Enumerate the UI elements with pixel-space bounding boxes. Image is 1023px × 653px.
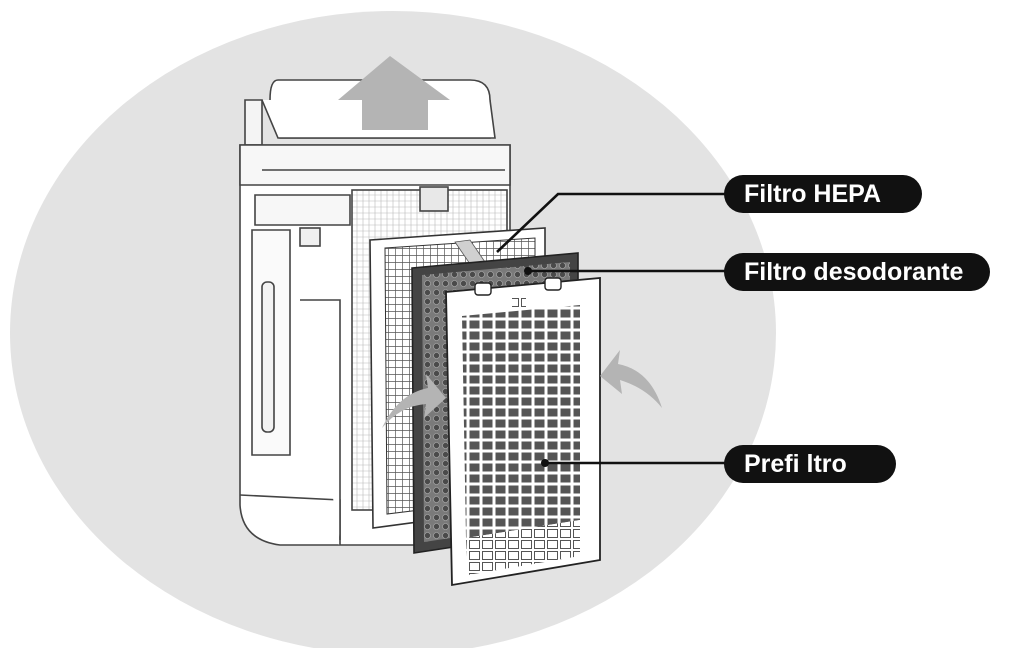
airflow-in-arrow-right <box>600 350 662 408</box>
prefilter-leader-dot <box>541 459 549 467</box>
deodorizing-filter-label: Filtro desodorante <box>724 253 990 291</box>
hepa-filter-label: Filtro HEPA <box>724 175 922 213</box>
airflow-up-arrow <box>338 56 450 130</box>
pre-filter <box>445 277 601 587</box>
leader-lines <box>496 192 728 465</box>
hepa-leader-line <box>496 192 728 253</box>
airflow-in-arrow-left <box>382 374 446 428</box>
pre-filter-label: Prefi ltro <box>724 445 896 483</box>
deodorizer-leader-dot <box>524 267 532 275</box>
